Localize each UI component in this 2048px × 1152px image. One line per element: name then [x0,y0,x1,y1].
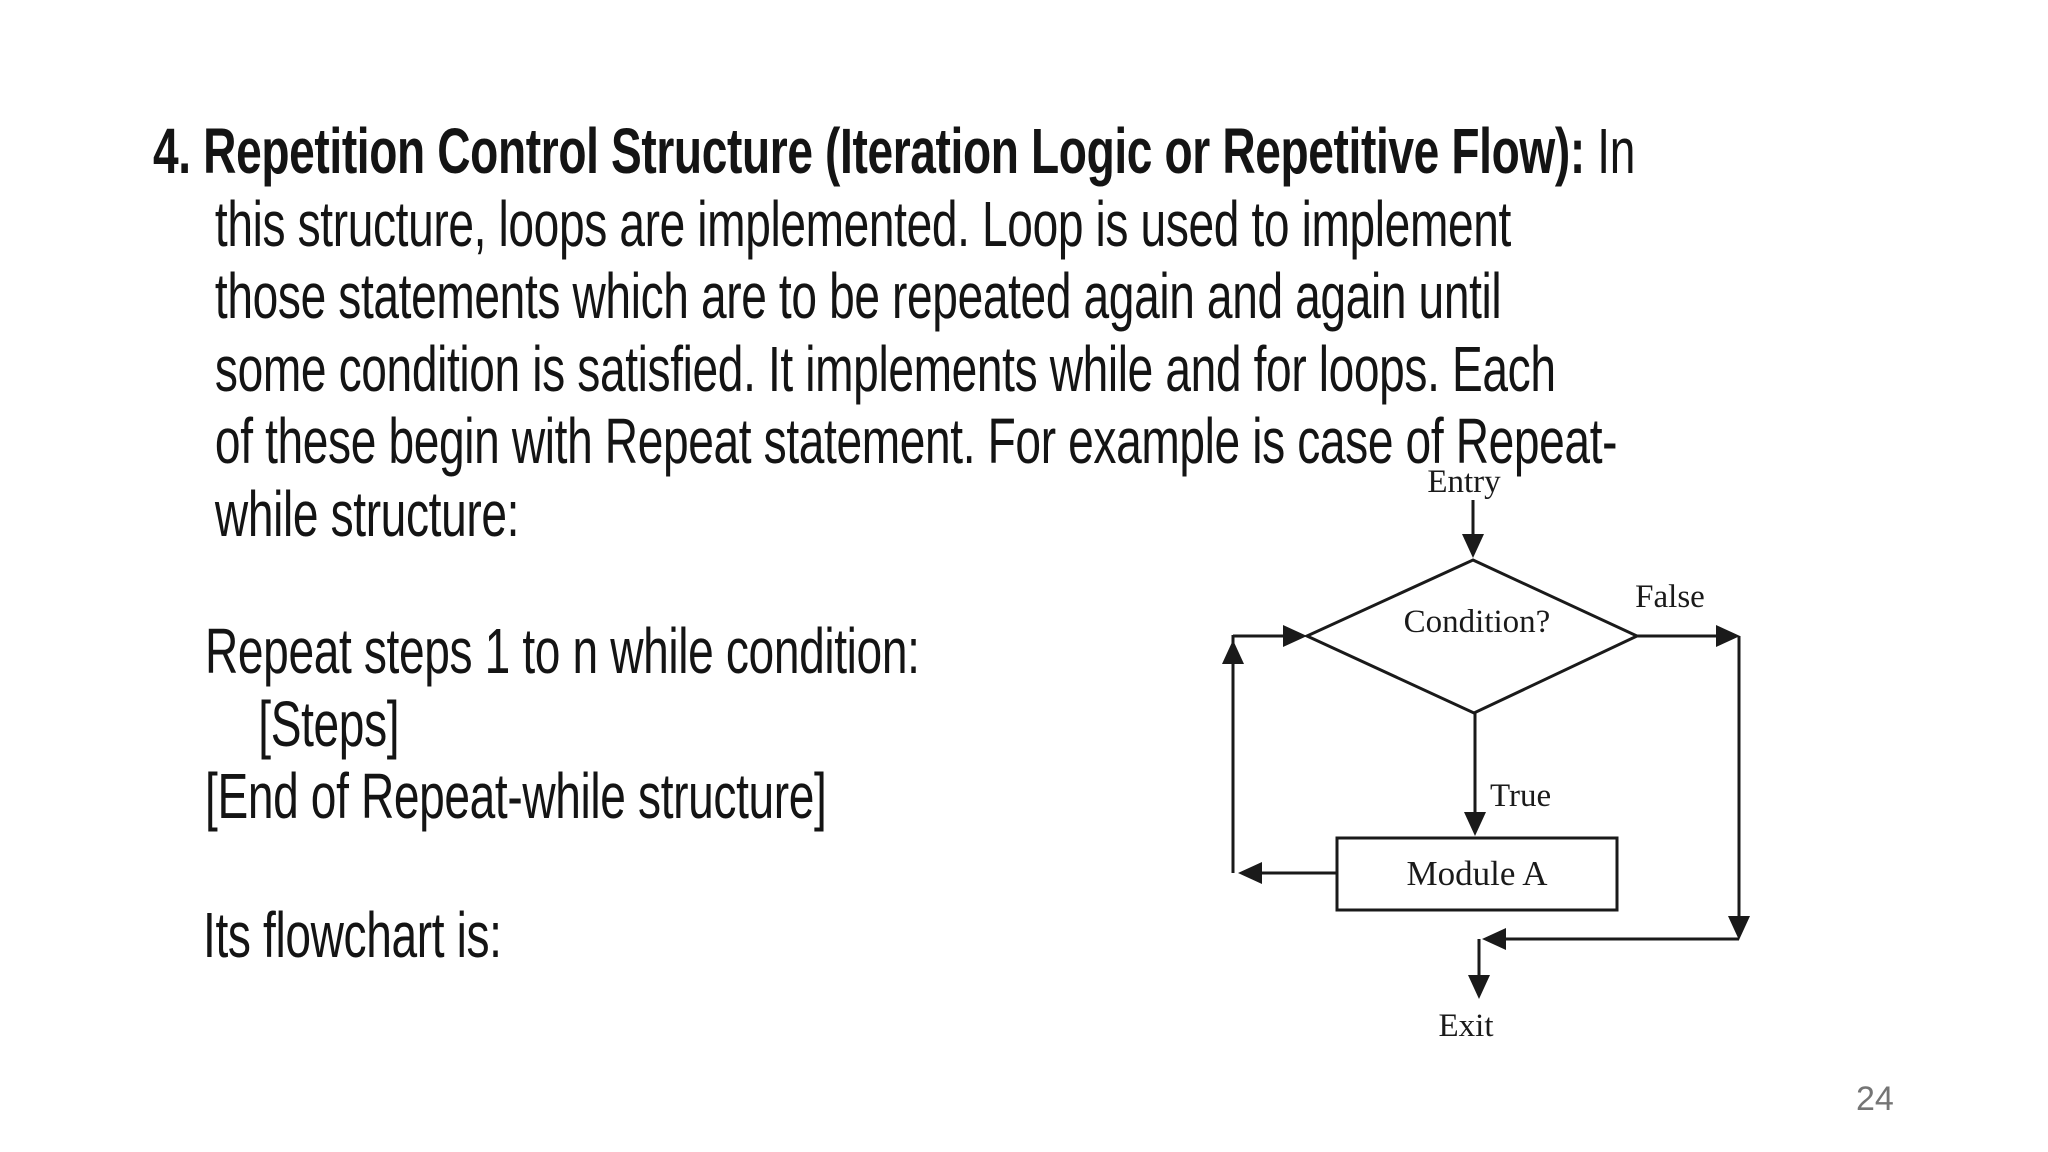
exit-label: Exit [1439,1008,1494,1044]
paragraph-line: those statements which are to be repeate… [214,260,1502,332]
paragraph-line: while structure: [214,477,520,550]
pseudocode-block: Repeat steps 1 to n while condition: [St… [205,615,920,833]
paragraph-line: of these begin with Repeat statement. Fo… [214,405,1618,477]
loopback-left-arrowhead-icon [1238,862,1262,884]
module-a-box [1335,836,1619,912]
condition-label: Condition? [1404,604,1551,640]
page-number: 24 [1856,1080,1894,1118]
true-label: True [1490,778,1551,814]
entry-arrowhead-icon [1462,534,1484,558]
paragraph-line: some condition is satisfied. It implemen… [214,332,1556,405]
false-right-arrowhead-icon [1716,625,1740,647]
true-arrowhead-icon [1464,812,1486,836]
title-tail-text: In [1584,115,1636,187]
false-label: False [1635,579,1705,615]
module-a-label: Module A [1407,854,1549,893]
pseudocode-line: Repeat steps 1 to n while condition: [205,615,920,687]
paragraph-line: this structure, loops are implemented. L… [214,187,1511,260]
title-bold-text: 4. Repetition Control Structure (Iterati… [153,115,1585,187]
false-down-arrowhead-icon [1728,916,1750,940]
flowchart-diagram: Entry Condition? False True Module A Exi… [1222,464,1750,1044]
main-paragraph: 4. Repetition Control Structure (Iterati… [153,115,1635,550]
pseudocode-line: [End of Repeat-while structure] [205,760,827,832]
entry-label: Entry [1427,464,1501,500]
flowchart-caption: Its flowchart is: [203,899,502,971]
loopback-right-arrowhead-icon [1283,625,1307,647]
loopback-up-arrowhead-icon [1222,640,1244,664]
pseudocode-line: [Steps] [258,687,400,760]
paragraph-line: 4. Repetition Control Structure (Iterati… [153,115,1635,188]
exit-merge-left-arrowhead-icon [1482,928,1506,950]
exit-arrowhead-icon [1468,975,1490,999]
